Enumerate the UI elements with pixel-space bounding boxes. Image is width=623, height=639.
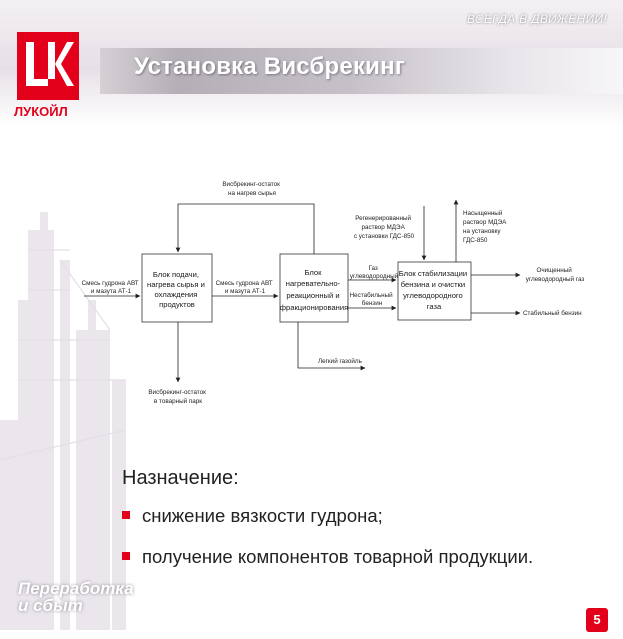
label-recycle: Висбрекинг-остаток на нагрев сырья <box>222 180 281 197</box>
division-line-2: и сбыт <box>18 596 83 615</box>
arrow-light-gasoil <box>297 322 366 371</box>
block-stabilization <box>397 261 472 321</box>
page-title: Установка Висбрекинг <box>134 53 406 80</box>
label-light-gasoil: Легкий газойль <box>318 357 363 365</box>
label-feed-in: Смесь гудрона АВТ и мазута АТ-1 <box>82 280 141 295</box>
arrow-recycle <box>175 203 315 254</box>
division-label: Переработка и сбыт <box>18 580 134 614</box>
block-stabilization-label: Блок стабилизации бензина и очистки угле… <box>399 269 469 311</box>
division-line-1: Переработка <box>18 579 134 598</box>
purpose-title: Назначение: <box>122 467 239 489</box>
block-feed-heating-label: Блок подачи, нагрева сырья и охлаждения … <box>147 270 207 309</box>
label-mdea-in: Регенерированный раствор МДЭА с установк… <box>354 214 415 240</box>
page-number: 5 <box>586 608 608 632</box>
block-reaction-label: Блок нагревательно- реакционный и фракци… <box>280 268 348 312</box>
label-residue-out: Висбрекинг-остаток в товарный парк <box>148 388 207 405</box>
logo-label: ЛУКОЙЛ <box>14 104 68 119</box>
purpose-item-text: получение компонентов товарной продукции… <box>142 546 534 567</box>
label-stable-gasoline: Стабильный бензин <box>523 309 582 317</box>
slogan: ВСЕГДА В ДВИЖЕНИИ! <box>466 12 607 26</box>
lukoil-logo <box>17 32 79 100</box>
label-feed-mid: Смесь гудрона АВТ и мазута АТ-1 <box>216 280 275 295</box>
purpose-item-text: снижение вязкости гудрона; <box>142 505 383 526</box>
bullet-square-icon <box>122 511 130 519</box>
label-clean-gas: Очищенный углеводородный газ <box>526 266 585 283</box>
lukoil-logo-mark <box>26 42 74 86</box>
label-unstable-gasoline: Нестабильный бензин <box>350 291 395 307</box>
label-mdea-out: Насыщенный раствор МДЭА на установку ГДС… <box>463 209 508 244</box>
title-bar <box>100 48 623 94</box>
purpose-item: снижение вязкости гудрона; <box>122 505 383 527</box>
purpose-item: получение компонентов товарной продукции… <box>122 546 533 568</box>
bullet-square-icon <box>122 552 130 560</box>
block-feed-heating <box>141 253 213 323</box>
label-gas: Газ углеводородный <box>350 265 399 280</box>
